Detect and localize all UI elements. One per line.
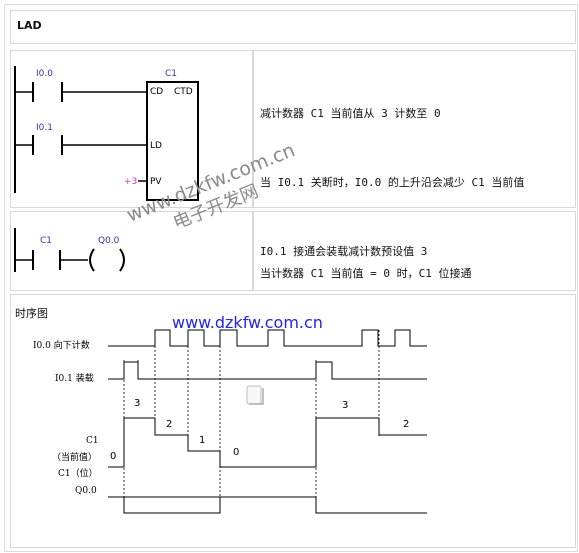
page-frame	[4, 4, 578, 552]
rung2-desc-line-1: 当计数器 C1 当前值 = 0 时，C1 位接通	[260, 267, 472, 280]
rung2-description-cell	[253, 211, 576, 291]
lad-title: LAD	[17, 19, 42, 32]
timing-diagram-panel: 时序图	[10, 294, 576, 548]
rung1-description-cell	[253, 50, 576, 208]
rung1-description: 减计数器 C1 当前值从 3 计数至 0 当 I0.1 关断时，I0.0 的上升…	[260, 56, 524, 286]
timing-title: 时序图	[15, 307, 48, 320]
lad-header: LAD	[10, 10, 576, 44]
rung1-diagram-cell	[10, 50, 253, 208]
rung2-diagram-cell	[10, 211, 253, 291]
rung1-desc-line-2: 当 I0.1 关断时，I0.0 的上升沿会减少 C1 当前值	[260, 176, 525, 189]
rung1-desc-line-1: 减计数器 C1 当前值从 3 计数至 0	[260, 107, 441, 120]
rung2-description: 当计数器 C1 当前值 = 0 时，C1 位接通	[260, 216, 471, 308]
rung1-desc-line-3: I0.1 接通会装载减计数预设值 3	[260, 245, 428, 258]
